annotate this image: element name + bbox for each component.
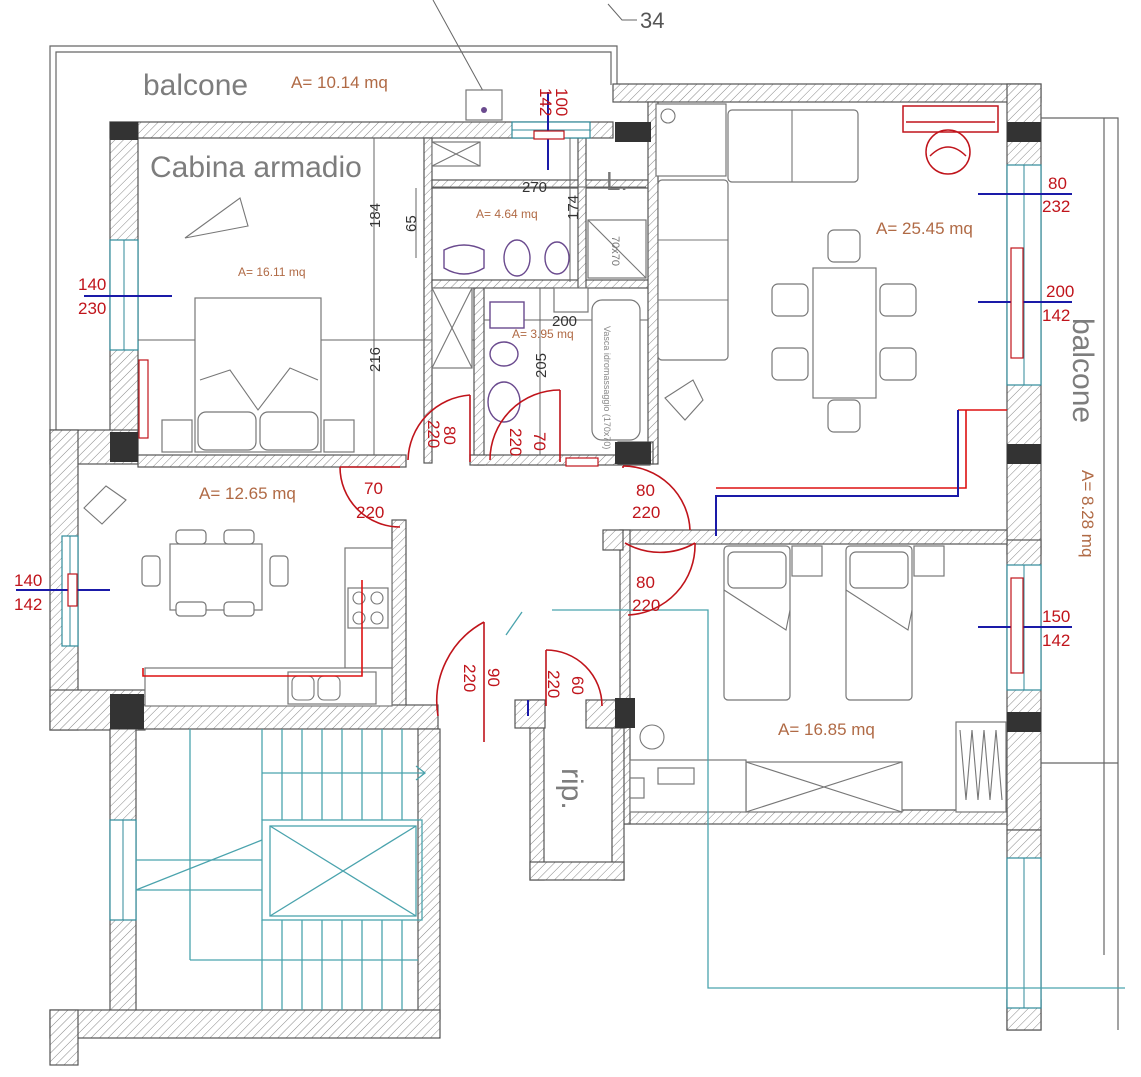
laundry-label: L. (606, 166, 628, 196)
opening-w-bed2: 150 142 (1042, 607, 1070, 650)
dim-205: 205 (533, 353, 550, 378)
callout-34: 34 (432, 0, 664, 101)
opening-d-bath: 70 220 (506, 428, 549, 456)
staircase (135, 609, 1125, 1010)
svg-text:220: 220 (632, 596, 660, 615)
bidet-1 (503, 239, 531, 277)
svg-text:230: 230 (78, 299, 106, 318)
air-conditioner (902, 105, 999, 175)
opening-d-bed: 80 220 (424, 420, 459, 448)
kitchen-furniture (83, 485, 393, 707)
svg-text:220: 220 (356, 503, 384, 522)
toilet-1 (544, 241, 570, 275)
bedroom2-furniture (629, 545, 1007, 813)
svg-text:70: 70 (530, 432, 549, 451)
kitchen-table (169, 543, 263, 611)
doors (339, 389, 696, 742)
svg-text:220: 220 (424, 420, 443, 448)
svg-text:220: 220 (632, 503, 660, 522)
washbasin-2 (487, 381, 521, 423)
svg-text:142: 142 (14, 595, 42, 614)
dim-216: 216 (367, 347, 384, 372)
dim-200: 200 (552, 313, 577, 330)
svg-text:200: 200 (1046, 282, 1074, 301)
opening-d-living: 80 220 (632, 481, 660, 522)
opening-d-rip: 60 220 (544, 670, 587, 698)
svg-text:142: 142 (1042, 631, 1070, 650)
svg-text:220: 220 (544, 670, 563, 698)
shower-size: 70x70 (609, 236, 621, 266)
radiators (67, 130, 1024, 674)
pillars (110, 122, 1041, 732)
dining-table (812, 267, 877, 399)
svg-text:220: 220 (460, 664, 479, 692)
living-area: A= 25.45 mq (876, 219, 973, 238)
bathtub-label: Vasca idromassaggio (170x70) (602, 326, 612, 449)
dim-270: 270 (522, 179, 547, 196)
svg-text:142: 142 (1042, 306, 1070, 325)
balcone-top-label: balcone (143, 69, 248, 102)
svg-text:220: 220 (506, 428, 525, 456)
dim-174: 174 (565, 195, 582, 220)
opening-w-left-bed: 140 230 (78, 275, 106, 318)
bath1-area: A= 4.64 mq (476, 207, 538, 221)
living-furniture (655, 103, 917, 433)
opening-d-bed2: 80 220 (632, 573, 660, 615)
svg-text:140: 140 (78, 275, 106, 294)
electrical-lines (16, 92, 1072, 716)
balcone-top-area: A= 10.14 mq (291, 73, 388, 92)
opening-w-living-top: 80 232 (1042, 174, 1070, 216)
dimension-lines (138, 138, 648, 455)
opening-w-left-kitchen: 140 142 (14, 571, 42, 614)
bath2-area: A= 3.95 mq (512, 327, 574, 341)
svg-text:90: 90 (484, 668, 503, 687)
opening-w-top: 100 142 (536, 88, 571, 116)
kitchen-area: A= 12.65 mq (199, 484, 296, 503)
bathroom-fixtures (431, 89, 647, 441)
washbasin-1 (443, 244, 485, 275)
svg-text:80: 80 (1048, 174, 1067, 193)
bathtub (591, 299, 641, 441)
dim-184: 184 (367, 203, 384, 228)
svg-text:140: 140 (14, 571, 42, 590)
svg-text:60: 60 (568, 676, 587, 695)
bedroom-furniture (161, 197, 355, 453)
bedroom2-area: A= 16.85 mq (778, 720, 875, 739)
bidet-2 (489, 341, 519, 367)
balcone-right-railing (1041, 117, 1119, 1030)
storage-label: rip. (555, 768, 588, 810)
svg-text:70: 70 (364, 479, 383, 498)
svg-text:232: 232 (1042, 197, 1070, 216)
dim-65: 65 (403, 215, 420, 232)
balcone-right-area: A= 8.28 mq (1078, 470, 1097, 557)
toilet-2 (489, 301, 525, 329)
bedroom-area: A= 16.11 mq (238, 265, 306, 279)
svg-text:34: 34 (640, 8, 664, 33)
svg-text:100: 100 (552, 88, 571, 116)
svg-text:80: 80 (636, 481, 655, 500)
cabina-label: Cabina armadio (150, 151, 362, 184)
opening-w-living: 200 142 (1042, 282, 1074, 325)
svg-text:142: 142 (536, 88, 555, 116)
svg-text:80: 80 (636, 573, 655, 592)
svg-text:150: 150 (1042, 607, 1070, 626)
opening-d-kitchen: 70 220 (356, 479, 384, 522)
svg-text:80: 80 (440, 426, 459, 445)
balcone-right-label: balcone (1066, 318, 1099, 423)
opening-d-entry: 90 220 (460, 664, 503, 692)
balcone-top-railing (49, 45, 618, 430)
